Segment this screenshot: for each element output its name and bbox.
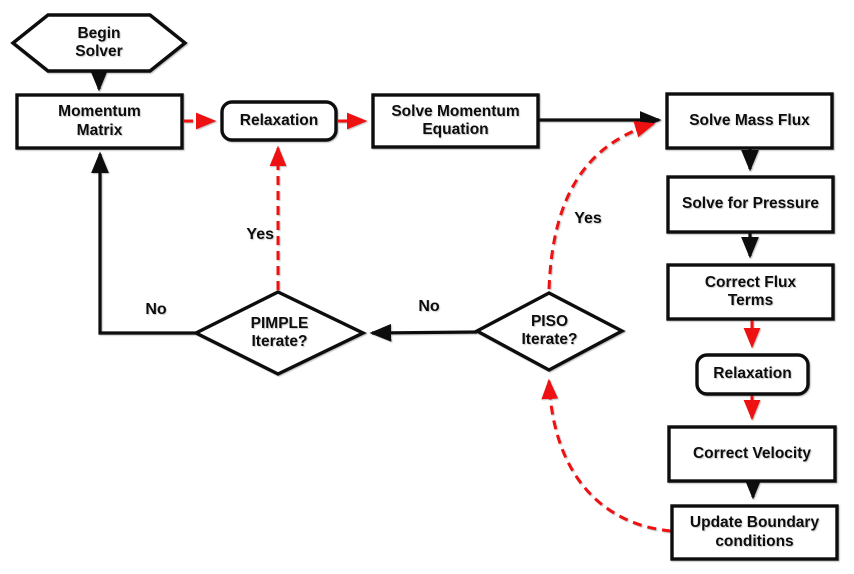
node-shape-solve-for-pressure <box>666 175 835 234</box>
node-shape-update-boundary-conditions <box>670 504 839 561</box>
edge-label-piso-yes: Yes <box>574 210 602 227</box>
node-shape-correct-flux-terms <box>666 263 835 321</box>
edge-update-boundary-to-piso <box>541 378 672 533</box>
edge-label-pimple-no: No <box>145 301 167 318</box>
edge-pimple-no-to-momentum <box>91 151 196 335</box>
node-shape-piso-iterate <box>473 291 626 372</box>
node-shape-pimple-iterate <box>192 290 367 376</box>
edge-label-pimple-yes: Yes <box>246 226 274 243</box>
node-shape-momentum-matrix <box>15 93 184 150</box>
node-shape-solve-momentum-equation <box>371 93 540 149</box>
edge-label-piso-no: No <box>418 298 440 315</box>
node-shape-relaxation-1 <box>220 100 338 142</box>
node-shape-solve-mass-flux <box>665 92 834 150</box>
edge-piso-no-to-pimple <box>369 323 478 342</box>
node-shape-begin-solver <box>10 13 188 73</box>
node-shape-correct-velocity <box>667 425 837 483</box>
edge-piso-yes-to-mass-flux <box>547 121 656 290</box>
node-shape-relaxation-2 <box>695 353 810 396</box>
